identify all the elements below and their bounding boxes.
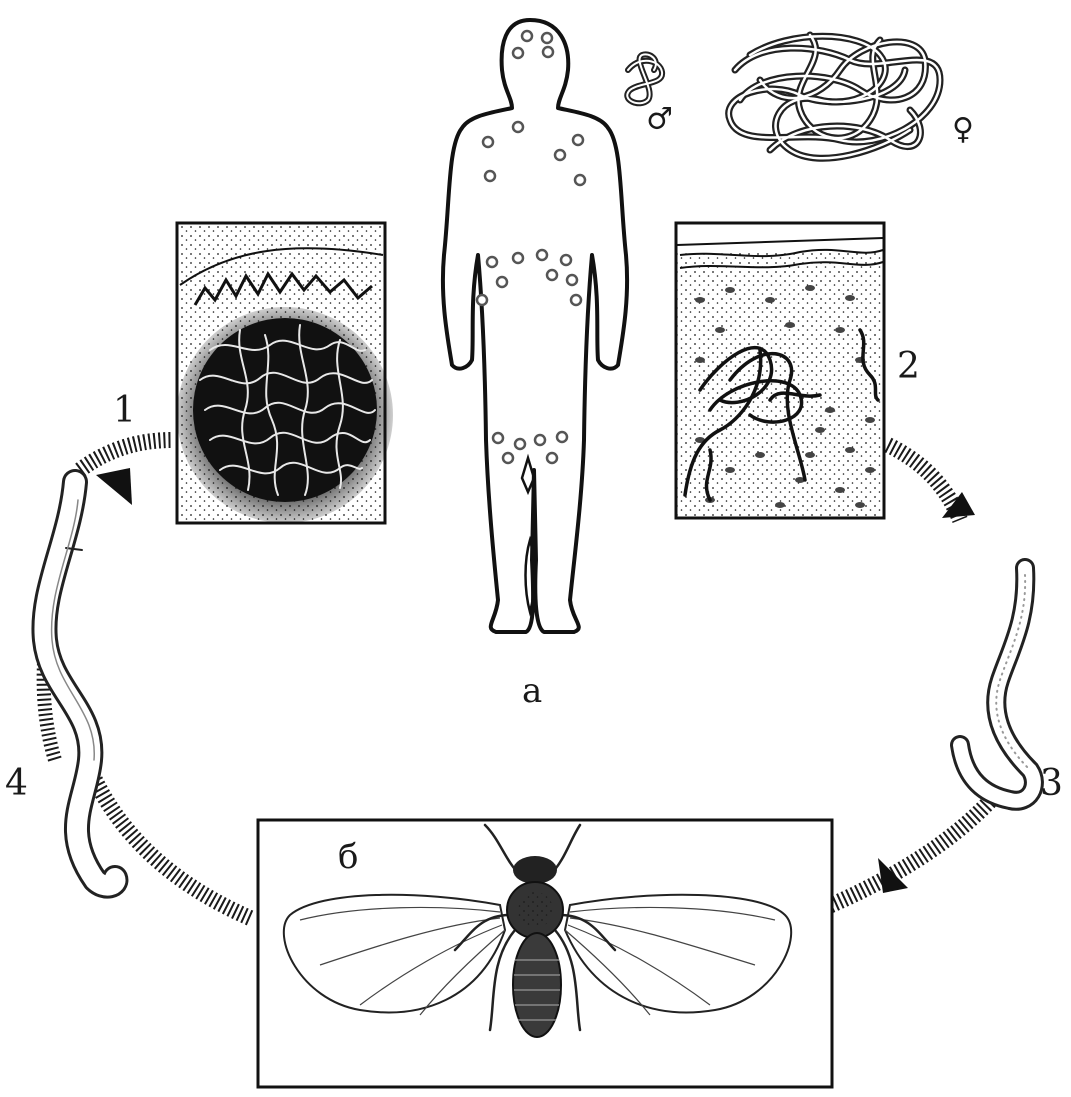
cycle-arc-left-top — [80, 440, 172, 470]
female-worm-tangle-icon — [729, 35, 940, 158]
male-worm-icon — [627, 54, 662, 103]
figure-label-a: а — [522, 674, 542, 708]
male-symbol: ♂ — [646, 105, 673, 135]
skin-section-icon — [676, 223, 884, 518]
arrowhead-to-1 — [96, 468, 132, 505]
cycle-arc-right-bottom — [815, 790, 1000, 912]
larva-icon — [960, 568, 1034, 801]
larva-icon — [44, 482, 115, 886]
stage-label-3: 3 — [1040, 766, 1063, 802]
female-symbol: ♀ — [952, 115, 974, 145]
stage-label-4: 4 — [5, 766, 28, 802]
stage-label-1: 1 — [113, 393, 136, 429]
arrowhead-to-fly — [878, 858, 908, 893]
stage-label-2: 2 — [897, 349, 920, 385]
worm-nodule-icon — [177, 223, 393, 523]
human-silhouette-icon — [443, 20, 627, 632]
cycle-arc-left-bottom — [95, 780, 250, 918]
figure-label-b: б — [338, 840, 358, 874]
